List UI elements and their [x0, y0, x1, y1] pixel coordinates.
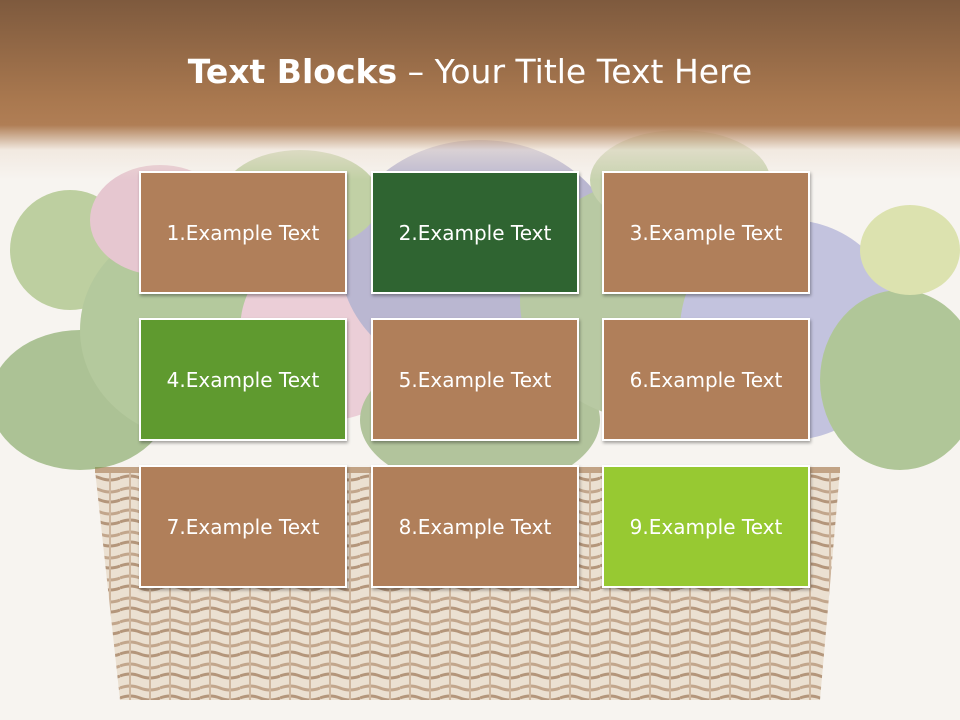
text-block-label: 3.Example Text — [629, 220, 783, 245]
text-block-label: 2.Example Text — [398, 220, 552, 245]
text-block-label: 6.Example Text — [629, 367, 783, 392]
text-block-9: 9.Example Text — [602, 465, 810, 588]
text-block-5: 5.Example Text — [371, 318, 579, 441]
text-block-3: 3.Example Text — [602, 171, 810, 294]
text-block-label: 4.Example Text — [166, 367, 320, 392]
text-block-8: 8.Example Text — [371, 465, 579, 588]
text-block-label: 5.Example Text — [398, 367, 552, 392]
text-block-7: 7.Example Text — [139, 465, 347, 588]
title-bold-text: Text Blocks — [187, 52, 398, 91]
text-block-label: 1.Example Text — [166, 220, 320, 245]
text-block-label: 9.Example Text — [629, 514, 783, 539]
text-block-label: 8.Example Text — [398, 514, 552, 539]
text-block-1: 1.Example Text — [139, 171, 347, 294]
text-block-label: 7.Example Text — [166, 514, 320, 539]
text-block-4: 4.Example Text — [139, 318, 347, 441]
title-band — [0, 0, 960, 180]
title-rest-text: Your Title Text Here — [434, 52, 753, 91]
text-block-6: 6.Example Text — [602, 318, 810, 441]
text-block-2: 2.Example Text — [371, 171, 579, 294]
slide-title: Text Blocks – Your Title Text Here — [0, 52, 940, 91]
title-dash: – — [397, 52, 435, 91]
